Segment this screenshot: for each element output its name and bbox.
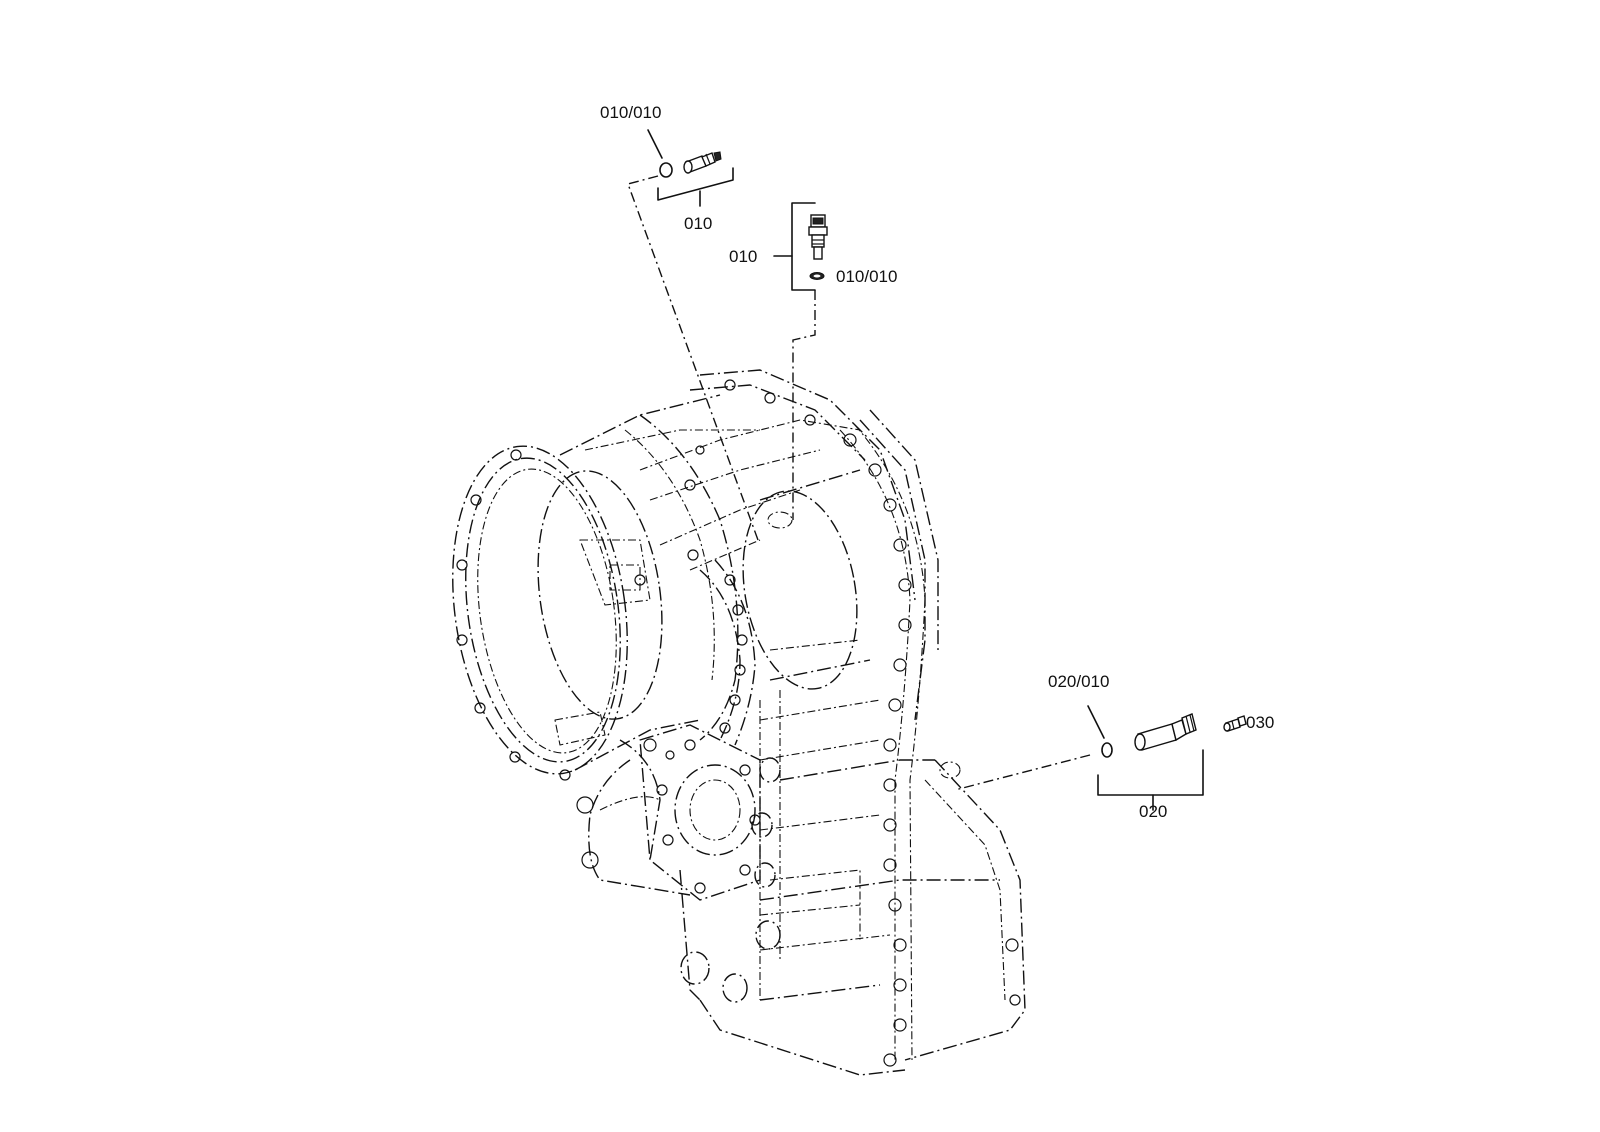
callout-010-middle: 010 — [729, 247, 757, 266]
part-group-020 — [1087, 705, 1247, 811]
callout-leader — [647, 129, 663, 159]
o-ring-hole — [813, 274, 821, 278]
callout-leader — [1087, 705, 1105, 739]
group-bracket — [657, 167, 734, 201]
housing-ribs — [634, 369, 916, 746]
callout-010-010-top: 010/010 — [600, 103, 661, 122]
callout-labels: 010/010 010 010 010/010 020/010 020 030 — [600, 103, 1274, 821]
seal-ring-icon — [1101, 742, 1113, 758]
sensor-plug-icon — [683, 151, 722, 174]
seal-ring-icon — [659, 162, 673, 178]
transmission-housing — [452, 369, 1026, 1076]
callout-020-010: 020/010 — [1048, 672, 1109, 691]
callout-010-top: 010 — [684, 214, 712, 233]
bell-housing-flange — [452, 394, 760, 781]
sensor-port-top — [767, 511, 793, 529]
part-group-010-upper-left — [647, 129, 734, 207]
plug-030-icon — [1223, 715, 1247, 732]
screw-fitting-icon — [1134, 713, 1197, 751]
sensor-port-side — [939, 761, 961, 779]
group-bracket — [1097, 749, 1204, 796]
pump-cover-plate — [576, 724, 761, 901]
callout-020: 020 — [1139, 802, 1167, 821]
pressure-sensor-icon — [808, 214, 828, 260]
callout-010-010-middle: 010/010 — [836, 267, 897, 286]
main-housing-body — [679, 379, 1026, 1076]
housing-bottom-bosses — [680, 757, 781, 1003]
callout-030: 030 — [1246, 713, 1274, 732]
group-bracket — [791, 202, 816, 291]
part-group-010-middle — [773, 202, 828, 291]
assembly-leaders — [627, 175, 1091, 791]
